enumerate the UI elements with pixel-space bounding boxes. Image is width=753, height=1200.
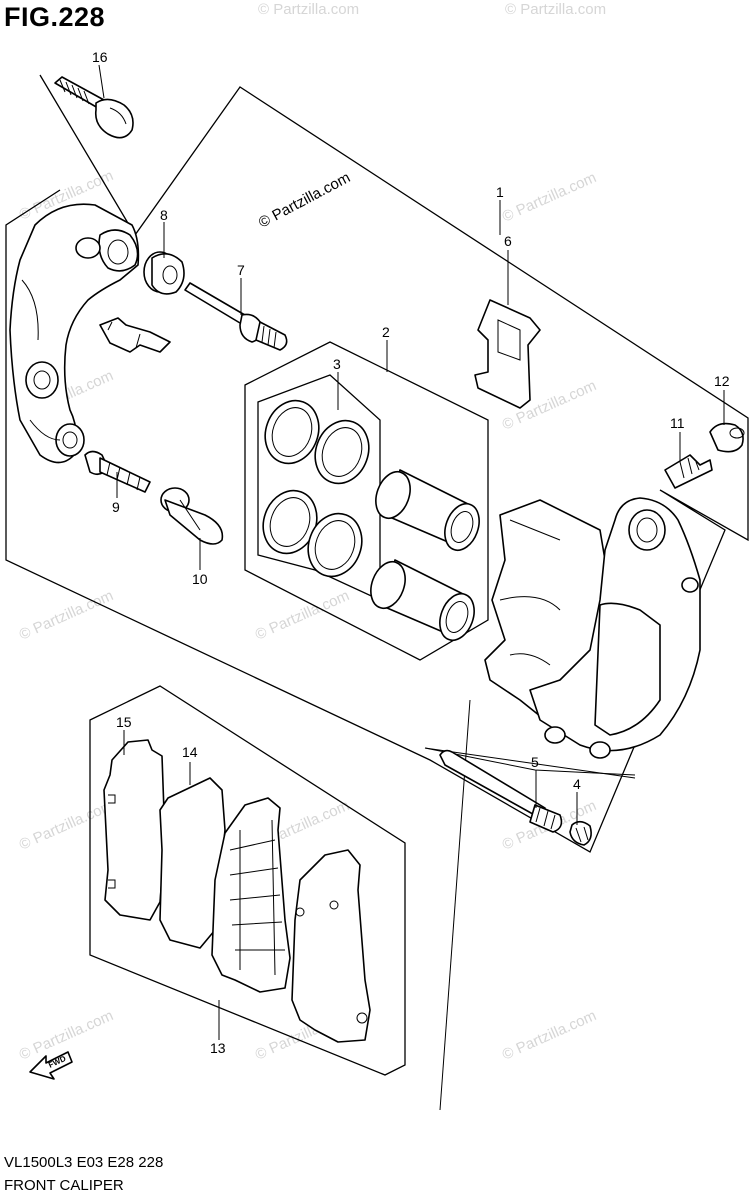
callout-1: 1: [496, 184, 504, 200]
callout-5: 5: [531, 754, 539, 770]
caliper-bracket: [9, 203, 140, 464]
part-15-shim: [103, 739, 166, 921]
brake-pad-outer: [291, 849, 371, 1043]
watermark: © Partzilla.com: [253, 587, 352, 644]
part-6-clip: [474, 299, 541, 409]
pad-set-outline: [89, 685, 406, 1076]
callout-15: 15: [116, 714, 132, 730]
part-7-pin: [184, 282, 288, 351]
callout-4: 4: [573, 776, 581, 792]
callout-11: 11: [670, 415, 685, 431]
part-4-plug: [569, 820, 592, 846]
callout-3: 3: [333, 356, 341, 372]
part-9-pin: [84, 450, 151, 493]
watermark: © Partzilla.com: [500, 1007, 599, 1064]
watermark: © Partzilla.com: [17, 587, 116, 644]
callout-12: 12: [714, 373, 730, 389]
assembly-outline: [5, 74, 749, 853]
callout-14: 14: [182, 744, 198, 760]
part-12-cap: [709, 422, 745, 453]
pin-guide-line: [424, 747, 636, 779]
figure-title: FIG.228: [4, 2, 106, 32]
pad-spring-clip: [99, 317, 171, 353]
callout-7: 7: [237, 262, 245, 278]
callout-8: 8: [160, 207, 168, 223]
callout-10: 10: [192, 571, 208, 587]
caliper-body: [484, 497, 701, 759]
callout-16: 16: [92, 49, 108, 65]
fwd-arrow-icon: FWD: [29, 1051, 73, 1080]
callout-6: 6: [504, 233, 512, 249]
callout-9: 9: [112, 499, 120, 515]
part-14-shim: [159, 777, 226, 949]
parts-diagram: © Partzilla.com © Partzilla.com © Partzi…: [5, 1, 749, 1111]
callout-13: 13: [210, 1040, 226, 1056]
part-8-boot: [143, 251, 185, 295]
model-line: VL1500L3 E03 E28 228: [4, 1154, 164, 1171]
part-3-seals: [262, 399, 370, 578]
watermark: © Partzilla.com: [17, 797, 116, 854]
watermark: © Partzilla.com: [500, 169, 599, 226]
part-5-pin: [439, 749, 563, 833]
callout-2: 2: [382, 324, 390, 340]
piston-set-outline: [244, 341, 489, 661]
watermark: © Partzilla.com: [258, 1, 359, 18]
figure-caption: FRONT CALIPER: [4, 1177, 124, 1194]
callout-labels: 16 1 6 8 7 2 3 12 11 9 10 5 4 13 14 15: [92, 49, 730, 1056]
part-16-bolt: [54, 76, 134, 139]
center-watermark: © Partzilla.com: [256, 169, 353, 231]
part-2-pistons: [370, 469, 480, 642]
leader-lines: [98, 64, 725, 1040]
part-10-boot: [160, 487, 224, 545]
part-11-bleeder: [664, 454, 713, 489]
brake-pad-inner: [211, 797, 291, 993]
watermark: © Partzilla.com: [505, 1, 606, 18]
